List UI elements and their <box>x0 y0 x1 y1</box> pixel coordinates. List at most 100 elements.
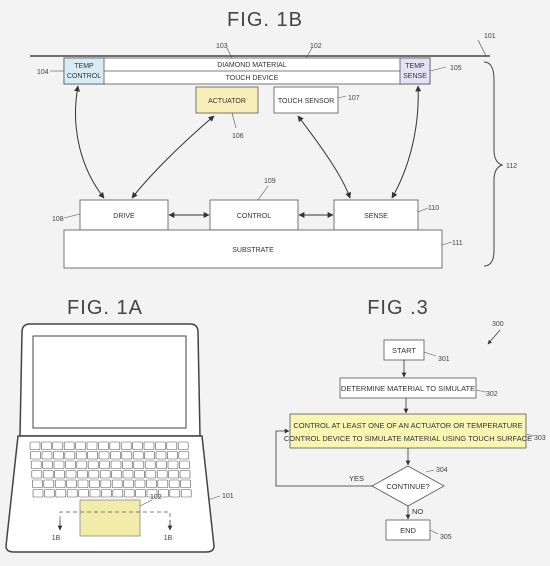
figure-1b: FIG. 1B 101 DIAMOND MATERIAL TOUCH DEVIC… <box>30 9 517 269</box>
ref-106: 106 <box>232 133 244 140</box>
keyboard-key <box>155 441 166 450</box>
laptop-screen <box>32 335 187 429</box>
leader-106 <box>231 112 237 129</box>
actuator-box <box>195 86 259 114</box>
leader-102 <box>305 47 313 59</box>
keyboard-key <box>55 489 67 498</box>
keyboard-key <box>110 451 121 460</box>
leader-300 <box>487 329 501 345</box>
keyboard-key <box>87 451 98 460</box>
laptop-keyboard <box>29 441 192 498</box>
keyboard-key <box>133 460 145 469</box>
no-label: NO <box>412 507 423 516</box>
continue-label: CONTINUE? <box>386 482 429 491</box>
ref-305: 305 <box>440 534 452 541</box>
control-step-line2: CONTROL DEVICE TO SIMULATE MATERIAL USIN… <box>284 434 532 443</box>
keyboard-key <box>78 489 89 498</box>
leader-108 <box>63 213 81 219</box>
leader-107 <box>337 95 347 99</box>
keyboard-key <box>111 479 123 488</box>
keyboard-key <box>111 470 122 479</box>
leader-109 <box>257 185 269 201</box>
keyboard-key <box>54 479 66 488</box>
keyboard-key <box>99 460 110 469</box>
keyboard-key <box>75 441 86 450</box>
keyboard-key <box>179 460 190 469</box>
temp-control-box <box>63 57 105 85</box>
keyboard-key <box>144 451 155 460</box>
keyboard-key <box>66 479 77 488</box>
leader-301 <box>423 351 437 357</box>
keyboard-key <box>30 451 41 460</box>
keyboard-key <box>122 470 134 479</box>
fig-3-title: FIG .3 <box>367 297 429 319</box>
section-label-left: 1B <box>52 535 61 542</box>
link-actuator-drive <box>131 115 215 199</box>
ref-107: 107 <box>348 95 360 102</box>
control-step-line1: CONTROL AT LEAST ONE OF AN ACTUATOR OR T… <box>293 421 522 430</box>
keyboard-key <box>32 479 43 488</box>
leader-101 <box>477 39 487 57</box>
ref-303: 303 <box>534 435 546 442</box>
keyboard-key <box>169 489 181 498</box>
keyboard-key <box>100 479 112 488</box>
keyboard-key <box>43 479 55 488</box>
keyboard-key <box>101 489 112 498</box>
keyboard-key <box>167 451 178 460</box>
keyboard-key <box>42 470 54 479</box>
temp-control-line1: TEMP <box>74 63 94 70</box>
drive-box <box>79 199 169 231</box>
link-touch-sensor-sense <box>297 115 352 199</box>
start-label: START <box>392 346 416 355</box>
keyboard-key <box>166 441 178 450</box>
ref-touchpad-102: 102 <box>150 494 162 501</box>
control-box <box>209 199 299 231</box>
determine-label: DETERMINE MATERIAL TO SIMULATE <box>341 384 475 393</box>
keyboard-key <box>132 441 143 450</box>
keyboard-key <box>177 441 189 450</box>
keyboard-key <box>86 441 98 450</box>
touch-sensor-label: TOUCH SENSOR <box>278 98 334 105</box>
keyboard-key <box>134 470 145 479</box>
ref-108: 108 <box>52 216 64 223</box>
fig-1a-title: FIG. 1A <box>67 297 143 319</box>
keyboard-key <box>157 479 169 488</box>
keyboard-key <box>53 460 65 469</box>
keyboard-key <box>180 479 191 488</box>
section-label-right: 1B <box>164 535 173 542</box>
keyboard-key <box>99 470 111 479</box>
fig-1b-title: FIG. 1B <box>227 9 303 31</box>
ref-111: 111 <box>452 240 463 247</box>
keyboard-key <box>143 441 155 450</box>
keyboard-key <box>122 460 133 469</box>
temp-sense-box <box>399 57 431 85</box>
keyboard-key <box>87 460 99 469</box>
keyboard-key <box>123 479 134 488</box>
ref-300: 300 <box>492 321 504 328</box>
keyboard-key <box>30 460 42 469</box>
keyboard-key <box>89 479 100 488</box>
keyboard-key <box>32 489 44 498</box>
touchpad <box>79 499 141 537</box>
leader-touchpad-102 <box>139 499 153 507</box>
leader-110 <box>417 207 429 213</box>
keyboard-key <box>121 451 133 460</box>
keyboard-key <box>156 460 167 469</box>
ref-102: 102 <box>310 43 322 50</box>
keyboard-key <box>29 441 41 450</box>
control-step-box <box>289 413 527 449</box>
diamond-material-label: DIAMOND MATERIAL <box>217 62 287 69</box>
keyboard-key <box>146 479 157 488</box>
temp-sense-line1: TEMP <box>405 63 425 70</box>
keyboard-key <box>65 460 76 469</box>
keyboard-key <box>155 451 167 460</box>
keyboard-key <box>168 470 179 479</box>
sense-label: SENSE <box>364 213 388 220</box>
touch-sensor-box <box>273 86 339 114</box>
keyboard-key <box>41 451 53 460</box>
keyboard-key <box>77 470 88 479</box>
ref-112: 112 <box>506 163 517 170</box>
ref-110: 110 <box>428 205 439 212</box>
determine-box <box>339 377 477 399</box>
figure-3: FIG .3 300 START 301 DETERMINE MATERIAL … <box>275 297 546 541</box>
